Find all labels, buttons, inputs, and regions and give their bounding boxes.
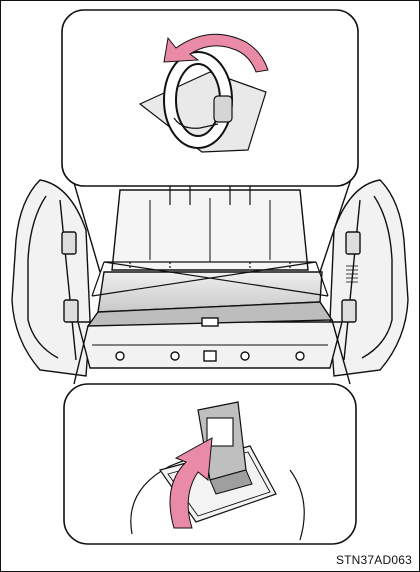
figure-code: STN37AD063 <box>336 553 412 567</box>
cargo-floor-panel <box>88 272 332 326</box>
bottom-inset <box>64 384 356 544</box>
top-inset <box>62 10 358 186</box>
